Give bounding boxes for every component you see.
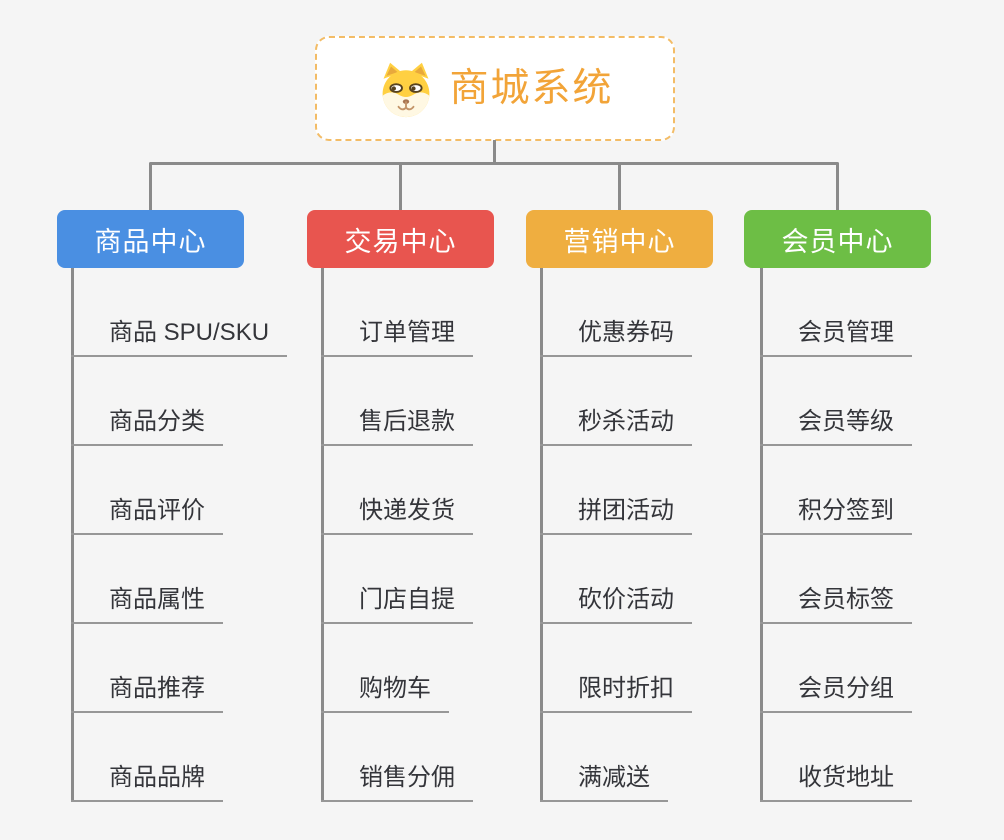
leaf-node[interactable]: 秒杀活动 (540, 407, 692, 446)
connector-drop (149, 163, 152, 210)
connector-root-stem (493, 140, 496, 164)
leaf-node[interactable]: 售后退款 (321, 407, 473, 446)
column-member-center: 会员管理 会员等级 积分签到 会员标签 会员分组 收货地址 (760, 268, 1003, 802)
leaf-node[interactable]: 商品品牌 (71, 763, 223, 802)
root-node[interactable]: 商城系统 (315, 36, 675, 141)
shiba-dog-icon (383, 62, 430, 117)
leaf-node[interactable]: 商品分类 (71, 407, 223, 446)
leaf-node[interactable]: 拼团活动 (540, 496, 692, 535)
leaf-node[interactable]: 门店自提 (321, 585, 473, 624)
column-trade-center: 订单管理 售后退款 快递发货 门店自提 购物车 销售分佣 (321, 268, 564, 802)
leaf-node[interactable]: 商品 SPU/SKU (71, 318, 288, 357)
connector-drop (399, 163, 402, 210)
leaf-node[interactable]: 积分签到 (760, 496, 912, 535)
leaf-node[interactable]: 限时折扣 (540, 674, 692, 713)
leaf-node[interactable]: 会员管理 (760, 318, 912, 357)
leaf-node[interactable]: 会员等级 (760, 407, 912, 446)
leaf-node[interactable]: 销售分佣 (321, 763, 473, 802)
connector-drop (618, 163, 621, 210)
branch-node-marketing-center[interactable]: 营销中心 (526, 210, 713, 268)
root-title: 商城系统 (449, 67, 614, 110)
column-product-center: 商品 SPU/SKU 商品分类 商品评价 商品属性 商品推荐 商品品牌 (71, 268, 314, 802)
leaf-node[interactable]: 订单管理 (321, 318, 473, 357)
connector-drop (836, 163, 839, 210)
leaf-node[interactable]: 商品属性 (71, 585, 223, 624)
leaf-node[interactable]: 快递发货 (321, 496, 473, 535)
branch-node-product-center[interactable]: 商品中心 (57, 210, 244, 268)
branch-node-member-center[interactable]: 会员中心 (744, 210, 931, 268)
connector-crossbar (149, 162, 839, 165)
leaf-node[interactable]: 商品评价 (71, 496, 223, 535)
leaf-node[interactable]: 收货地址 (760, 763, 912, 802)
leaf-node[interactable]: 购物车 (321, 674, 449, 713)
branch-node-trade-center[interactable]: 交易中心 (307, 210, 494, 268)
leaf-node[interactable]: 砍价活动 (540, 585, 692, 624)
leaf-node[interactable]: 优惠券码 (540, 318, 692, 357)
leaf-node[interactable]: 满减送 (540, 763, 668, 802)
leaf-node[interactable]: 会员分组 (760, 674, 912, 713)
column-marketing-center: 优惠券码 秒杀活动 拼团活动 砍价活动 限时折扣 满减送 (540, 268, 783, 802)
leaf-node[interactable]: 商品推荐 (71, 674, 223, 713)
leaf-node[interactable]: 会员标签 (760, 585, 912, 624)
